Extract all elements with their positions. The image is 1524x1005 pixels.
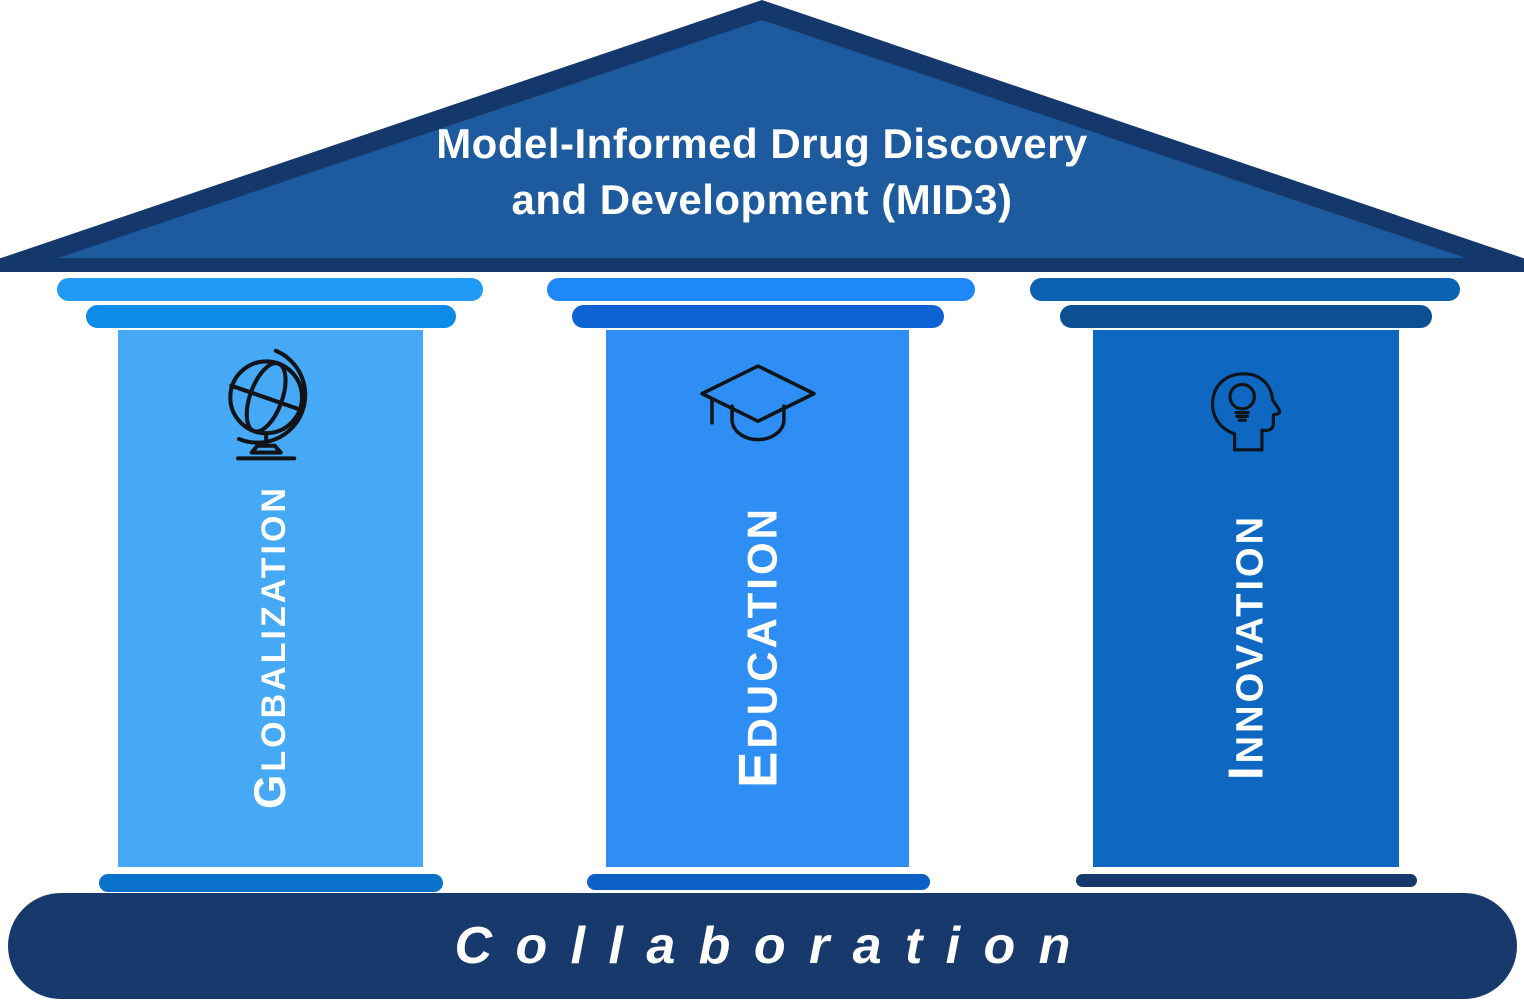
globalization-label: Globalization (245, 484, 295, 809)
education-capital-bar-bottom (572, 305, 944, 328)
education-label: Education (727, 505, 788, 788)
innovation-label: Innovation (1218, 513, 1274, 780)
education-capital-bar-top (547, 278, 975, 301)
globalization-capital-bar-top (57, 278, 483, 301)
pediment-title-line2: and Development (MID3) (511, 176, 1013, 223)
innovation-capital-bar-bottom (1060, 305, 1432, 328)
globalization-capital-bar-bottom (86, 305, 456, 328)
globalization-base-bar (99, 874, 443, 892)
graduation-cap-icon (694, 356, 822, 448)
innovation-capital-bar-top (1030, 278, 1460, 301)
education-base-bar (587, 874, 930, 890)
innovation-pillar: Innovation (1093, 330, 1399, 867)
innovation-base-bar (1076, 874, 1417, 887)
head-lightbulb-icon (1189, 344, 1303, 466)
education-pillar: Education (606, 330, 909, 867)
collaboration-label: Collaboration (454, 917, 1094, 975)
desk-globe-icon (215, 344, 327, 470)
collaboration-base: Collaboration (8, 893, 1517, 999)
pediment-title: Model-Informed Drug Discovery and Develo… (0, 116, 1524, 228)
pediment-title-line1: Model-Informed Drug Discovery (436, 120, 1088, 167)
globalization-pillar: Globalization (118, 330, 423, 867)
